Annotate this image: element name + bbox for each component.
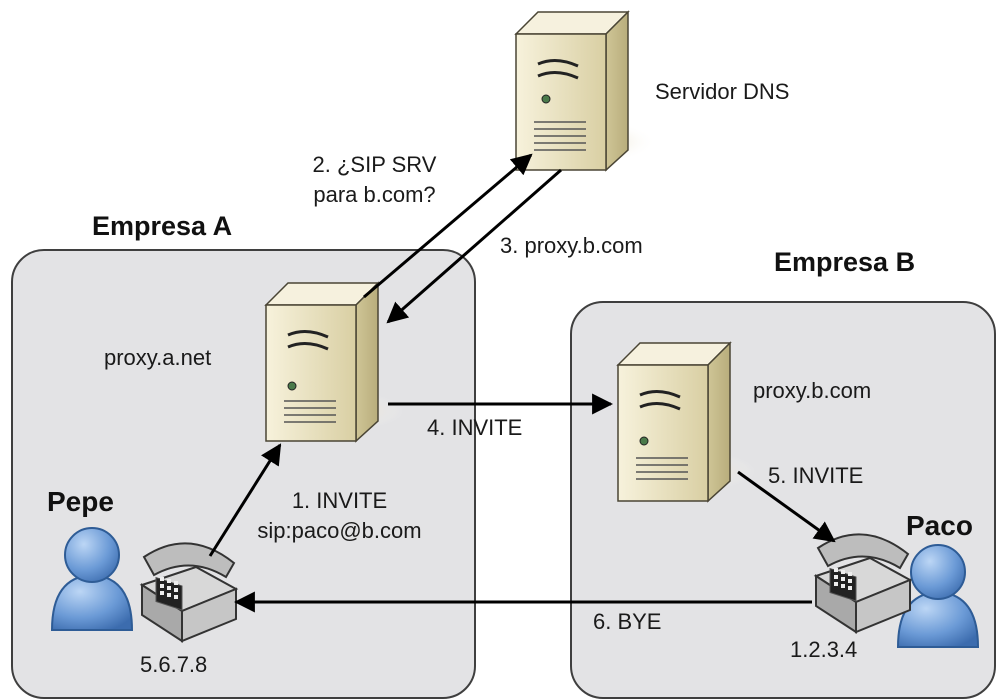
arrow-3-srv-response [386,168,562,324]
message-5-label: 5. INVITE [768,463,864,488]
company-b-title: Empresa B [774,247,916,277]
pepe-name: Pepe [47,486,114,517]
message-3-label: 3. proxy.b.com [500,233,643,258]
message-6-label: 6. BYE [593,609,662,634]
pepe-phone-icon [139,542,239,643]
message-2-line1: 2. ¿SIP SRV [312,152,437,177]
arrow-2-srv-query [363,153,533,299]
message-1-line1: 1. INVITE [291,488,388,513]
dns-server-label: Servidor DNS [655,79,790,104]
message-2-label: 2. ¿SIP SRV para b.com? [272,150,477,210]
dns-server-icon [514,10,656,172]
arrow-1-invite [208,443,282,557]
paco-address: 1.2.3.4 [790,637,858,662]
proxy-b-label: proxy.b.com [753,378,872,403]
message-1-line2: sip:paco@b.com [257,518,422,543]
paco-name: Paco [906,510,973,541]
paco-user-icon [896,544,980,648]
arrow-5-invite [737,470,836,543]
proxy-a-server-icon [264,281,404,443]
proxy-b-server-icon [616,341,756,503]
message-2-line2: para b.com? [313,182,436,207]
company-a-title: Empresa A [92,211,233,241]
message-4-label: 4. INVITE [427,415,523,440]
pepe-address: 5.6.7.8 [140,652,208,677]
message-1-label: 1. INVITE sip:paco@b.com [237,486,442,546]
proxy-a-label: proxy.a.net [104,345,212,370]
paco-phone-icon [813,533,913,634]
pepe-user-icon [50,527,134,631]
